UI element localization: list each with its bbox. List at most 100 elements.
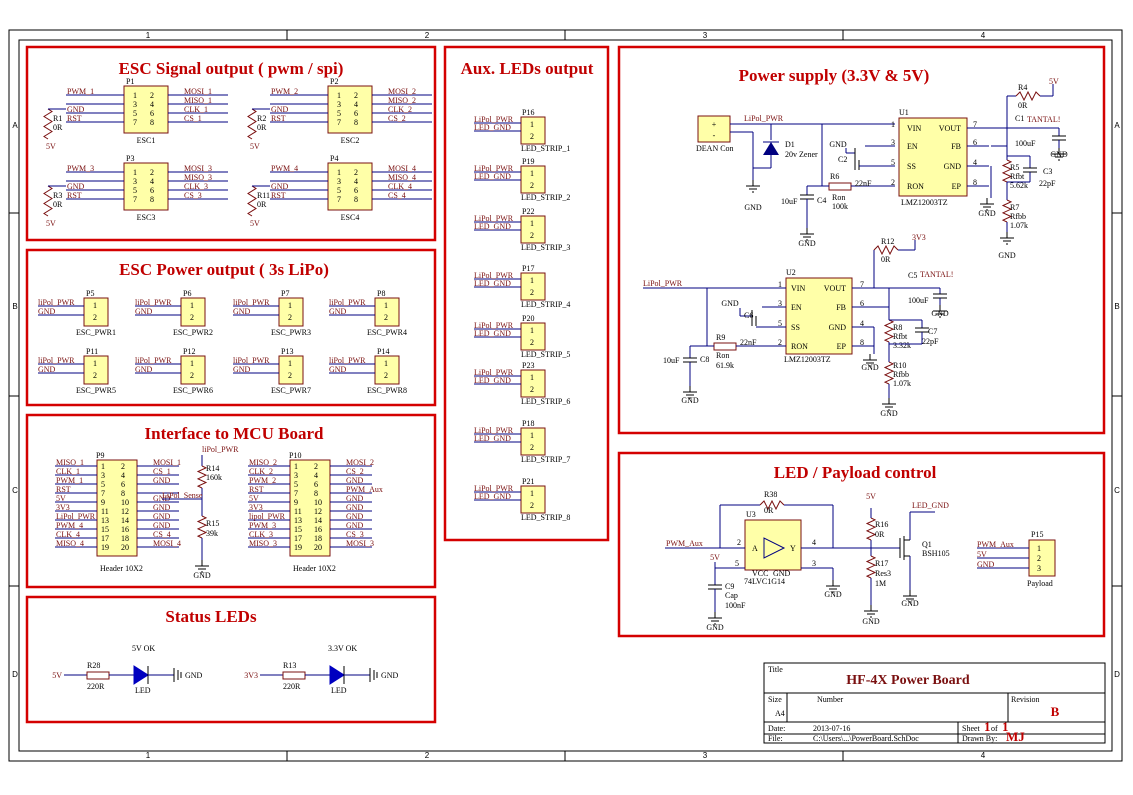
led-strip-gnd: LED_GND xyxy=(474,492,511,501)
led-strip-connector xyxy=(520,322,546,351)
mcu-interface-title: Interface to MCU Board xyxy=(145,424,324,443)
u1-pin-right: FB xyxy=(951,142,961,151)
r9-val: Ron xyxy=(716,351,729,360)
esc-power-pin: 1 xyxy=(288,301,292,310)
grid-col-top: 1 xyxy=(146,31,151,40)
header-pin-left: 5 xyxy=(294,480,298,489)
u2-lipo-net: LiPol_PWR xyxy=(643,279,683,288)
header-net-right: CS_4 xyxy=(153,530,171,539)
grid-col-bottom: 4 xyxy=(981,751,986,760)
status-33v-vnet: 3V3 xyxy=(244,671,258,680)
c4-gnd-label: GND xyxy=(798,239,816,248)
r8-resistor xyxy=(883,319,895,343)
header-pin-left: 13 xyxy=(101,516,109,525)
esc-net-right: CS_3 xyxy=(184,191,202,200)
u3-num-2: 2 xyxy=(737,538,741,547)
esc-power-connector xyxy=(180,297,206,327)
esc-net-left: PWM_3 xyxy=(67,164,94,173)
esc-power-pin: 1 xyxy=(190,301,194,310)
status-33v-res-ref: R13 xyxy=(283,661,296,670)
u1-pinnum-left: 3 xyxy=(891,138,895,147)
esc-connector-name: ESC2 xyxy=(341,136,360,145)
p15-connector xyxy=(1028,539,1056,577)
grid-row-right: D xyxy=(1114,670,1120,679)
esc-net-right: CLK_1 xyxy=(184,105,208,114)
esc-pin-num: 7 xyxy=(133,118,137,127)
u3-vcc-net: 5V xyxy=(710,553,720,562)
c8-val: 10uF xyxy=(663,356,680,365)
grid-row-right: A xyxy=(1114,121,1120,130)
esc-net-right: CS_2 xyxy=(388,114,406,123)
header-net-right: CS_1 xyxy=(153,467,171,476)
esc-power-net: liPol_PWR xyxy=(38,298,75,307)
d1-val: 20v Zener xyxy=(785,150,818,159)
r8-val: Rfbt xyxy=(893,332,908,341)
led-strip-name: LED_STRIP_8 xyxy=(521,513,570,522)
header-net-right: GND xyxy=(346,521,364,530)
esc-pin-num: 5 xyxy=(337,186,341,195)
esc-power-connector xyxy=(83,355,109,385)
header-net-left: CLK_4 xyxy=(56,530,80,539)
header-ref: P9 xyxy=(96,451,104,460)
esc-power-connector xyxy=(374,355,400,385)
c1-gnd-label: GND xyxy=(1050,150,1068,159)
u2-pinnum-left: 2 xyxy=(778,338,782,347)
status-5v-vnet: 5V xyxy=(52,671,62,680)
esc-pin-num: 6 xyxy=(354,109,358,118)
aux-leds-group: P1612LiPol_PWRLED_GNDLED_STRIP_1P1912LiP… xyxy=(474,108,570,522)
esc-net-left: GND xyxy=(67,105,85,114)
status-33v-led-icon xyxy=(329,665,345,685)
u2-pinnum-right: 4 xyxy=(860,319,864,328)
tb-sheet-label: Sheet xyxy=(962,724,981,733)
r5-val: Rfbt xyxy=(1010,172,1025,181)
esc-pin-num: 6 xyxy=(150,109,154,118)
u1-pin-left: SS xyxy=(907,162,916,171)
grid-col-top: 2 xyxy=(425,31,430,40)
esc-res-ref: R2 xyxy=(257,114,266,123)
led-strip-name: LED_STRIP_3 xyxy=(521,243,570,252)
led-strip-ref: P19 xyxy=(522,157,534,166)
header-net-right: GND xyxy=(153,503,171,512)
led-strip-ref: P18 xyxy=(522,419,534,428)
header-pin-right: 14 xyxy=(314,516,322,525)
led-strip-net: LiPol_PWR xyxy=(474,271,514,280)
header-pin-left: 11 xyxy=(294,507,302,516)
esc-power-gnd: GND xyxy=(329,365,347,374)
esc-pin-num: 3 xyxy=(133,177,137,186)
c7-ref: C7 xyxy=(928,327,937,336)
esc-net-left: RST xyxy=(271,114,286,123)
c1-val: 100uF xyxy=(1015,139,1036,148)
esc-power-title: ESC Power output ( 3s LiPo) xyxy=(119,260,329,279)
esc-power-border xyxy=(25,248,437,407)
status-5v-gnd-label: GND xyxy=(185,671,203,680)
led-strip-connector xyxy=(520,215,546,244)
status-33v-led-ref: LED xyxy=(331,686,347,695)
r9-resistor xyxy=(713,342,737,351)
led-strip-net: LiPol_PWR xyxy=(474,164,514,173)
r9-ref: R9 xyxy=(716,333,725,342)
header-pin-right: 20 xyxy=(314,543,322,552)
header-pin-right: 10 xyxy=(314,498,322,507)
u2-pinnum-right: 8 xyxy=(860,338,864,347)
led-strip-pin: 1 xyxy=(530,489,534,498)
led-strip-ref: P22 xyxy=(522,207,534,216)
status-leds-title: Status LEDs xyxy=(165,607,257,626)
esc-pin-num: 7 xyxy=(337,195,341,204)
led-strip-name: LED_STRIP_7 xyxy=(521,455,570,464)
status-5v-res-ref: R28 xyxy=(87,661,100,670)
esc-power-ref: P6 xyxy=(183,289,191,298)
r4-ref: R4 xyxy=(1018,83,1027,92)
esc-connector-ref: P4 xyxy=(330,154,338,163)
led-strip-ref: P20 xyxy=(522,314,534,323)
header-ref: P10 xyxy=(289,451,301,460)
esc-net-left: GND xyxy=(271,105,289,114)
esc-power-group: P512liPol_PWRGNDESC_PWR1P612liPol_PWRGND… xyxy=(38,289,407,395)
esc-connector-name: ESC1 xyxy=(137,136,156,145)
header-net-right: GND xyxy=(153,512,171,521)
esc-connector-ref: P3 xyxy=(126,154,134,163)
r17-resistor xyxy=(865,555,877,579)
esc-power-pin: 1 xyxy=(190,359,194,368)
